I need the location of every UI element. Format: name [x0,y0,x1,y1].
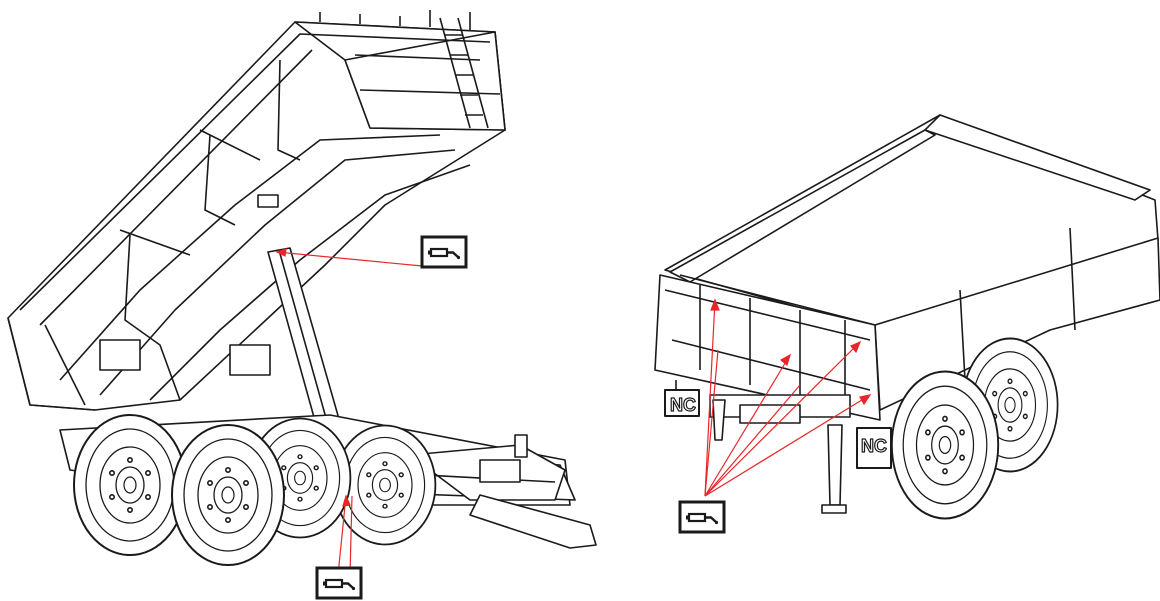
trailer-body [654,114,1160,514]
nc-logo-left: NC [670,395,696,415]
tipper-body [7,10,506,411]
mudflap-right: NC [856,427,892,469]
trailer-tipped-view [7,10,597,566]
grease-symbol-right [678,500,726,534]
wheel-front-1 [73,414,187,556]
mudflap-left: NC [664,389,700,417]
grease-nipple-icon [315,566,363,600]
grease-symbol-lower [315,566,363,600]
leader-lines-right [704,298,872,497]
leader-lines-left [275,248,423,576]
wheel-front-2 [171,424,285,566]
grease-nipple-icon [420,235,468,269]
trailer-front-view: NC NC [654,114,1160,520]
grease-nipple-icon [678,500,726,534]
grease-symbol-upper [420,235,468,269]
wheel-right-front [890,370,1000,520]
nc-logo-right: NC [861,436,887,456]
ladder [439,17,489,129]
